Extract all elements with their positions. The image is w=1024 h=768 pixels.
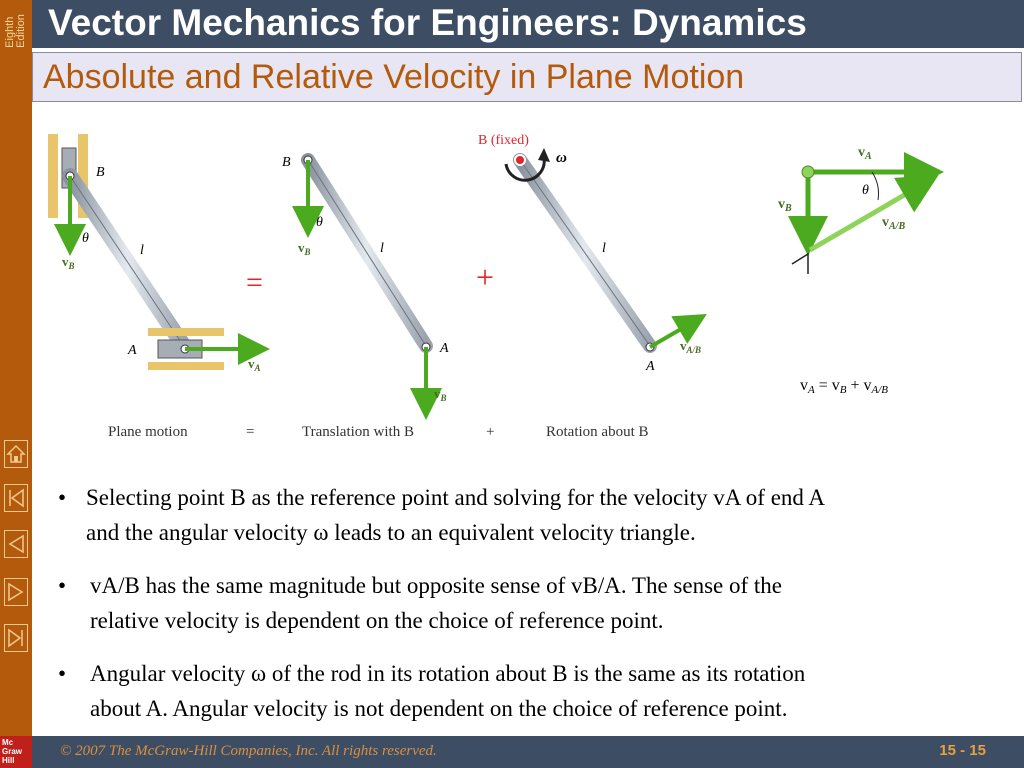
label-vb2: vB [298, 240, 311, 257]
plane-motion-panel: B θ l A vB vA [48, 134, 270, 373]
guide-top [148, 328, 224, 336]
slide-subtitle: Absolute and Relative Velocity in Plane … [43, 58, 745, 96]
label-vb3: vB [434, 386, 447, 403]
bullet-1-line-1: Selecting point B as the reference point… [86, 485, 826, 510]
caption-plus: + [486, 424, 494, 440]
fixed-pin-b [514, 154, 526, 166]
velocity-figure: B θ l A vB vA = B θ l A vB vB + B (fixed… [48, 133, 944, 440]
label-theta4: θ [862, 183, 869, 198]
bullet-1-line-2: and the angular velocity ω leads to an e… [86, 520, 696, 545]
arrow-vab [648, 313, 707, 349]
label-va4: vA [858, 145, 872, 162]
bullet-3-line-1: Angular velocity ω of the rod in its rot… [90, 661, 806, 686]
bullet-dot: • [58, 485, 67, 510]
guide-right [78, 134, 88, 218]
label-a1: A [127, 343, 137, 358]
rotation-panel: B (fixed) ω l A vA/B [478, 133, 707, 374]
last-slide-icon [8, 628, 23, 648]
logo-line-1: Mc [2, 738, 14, 747]
previous-slide-button[interactable] [4, 530, 28, 558]
label-l2: l [380, 241, 384, 256]
guide-bottom [148, 362, 224, 370]
label-va1: vA [248, 356, 261, 373]
next-slide-icon [8, 582, 24, 602]
bullet-2-line-2: relative velocity is dependent on the ch… [90, 608, 664, 633]
label-a2: A [439, 341, 449, 356]
guide-left [48, 134, 58, 218]
theta-arc [871, 171, 879, 201]
bullet-dot: • [58, 573, 67, 598]
caption-translation: Translation with B [302, 424, 414, 440]
omega-arc [504, 157, 546, 182]
label-b-fixed: B (fixed) [478, 133, 529, 148]
label-a3: A [645, 359, 655, 374]
bullet-2-line-1: vA/B has the same magnitude but opposite… [90, 573, 783, 598]
velocity-equation: vA = vB + vA/B [800, 377, 888, 396]
translation-panel: B θ l A vB vB [282, 153, 449, 420]
equals-sign: = [246, 266, 263, 299]
caption-rotation: Rotation about B [546, 424, 649, 440]
first-slide-button[interactable] [4, 484, 28, 512]
bullet-dot: • [58, 661, 67, 686]
triangle-vab [808, 174, 939, 253]
page-number: 15 - 15 [939, 742, 986, 759]
caption-plane-motion: Plane motion [108, 424, 188, 440]
logo-line-2: Graw [2, 747, 23, 756]
label-vab3: vA/B [680, 338, 701, 355]
label-theta2: θ [316, 215, 323, 230]
label-b2: B [282, 155, 291, 170]
home-icon [6, 444, 26, 463]
rod-translation-edge [307, 159, 427, 347]
label-l3: l [602, 241, 606, 256]
velocity-triangle: vA vB vA/B θ vA = vB + vA/B [778, 145, 944, 396]
next-slide-button[interactable] [4, 578, 28, 606]
rod-rotation-edge [519, 159, 651, 347]
previous-slide-icon [8, 534, 24, 554]
first-slide-icon [9, 488, 24, 508]
label-omega: ω [556, 150, 567, 166]
omega-arrowhead [538, 148, 550, 162]
title-bar: Vector Mechanics for Engineers: Dynamics [32, 0, 1024, 48]
triangle-angle-mark [791, 252, 809, 274]
label-vb4: vB [778, 197, 792, 214]
caption-equals: = [246, 424, 254, 440]
subtitle-bar: Absolute and Relative Velocity in Plane … [32, 52, 1022, 102]
label-vab4: vA/B [882, 215, 905, 232]
logo-line-3: Hill [2, 756, 15, 765]
footer-bar: © 2007 The McGraw-Hill Companies, Inc. A… [32, 736, 1024, 768]
copyright-text: © 2007 The McGraw-Hill Companies, Inc. A… [60, 743, 437, 759]
triangle-vertex [801, 165, 815, 179]
label-vb1: vB [62, 254, 75, 271]
last-slide-button[interactable] [4, 624, 28, 652]
slide-title: Vector Mechanics for Engineers: Dynamics [48, 2, 807, 43]
rod-plane-edge [69, 175, 186, 349]
home-button[interactable] [4, 440, 28, 468]
label-theta1: θ [82, 231, 89, 246]
edition-word-2: Edition [15, 14, 27, 48]
bullet-3-line-2: about A. Angular velocity is not depende… [90, 696, 788, 721]
plus-sign: + [476, 259, 494, 295]
label-b1: B [96, 165, 105, 180]
mcgraw-hill-logo: Mc Graw Hill [0, 736, 32, 768]
label-l1: l [140, 243, 144, 258]
